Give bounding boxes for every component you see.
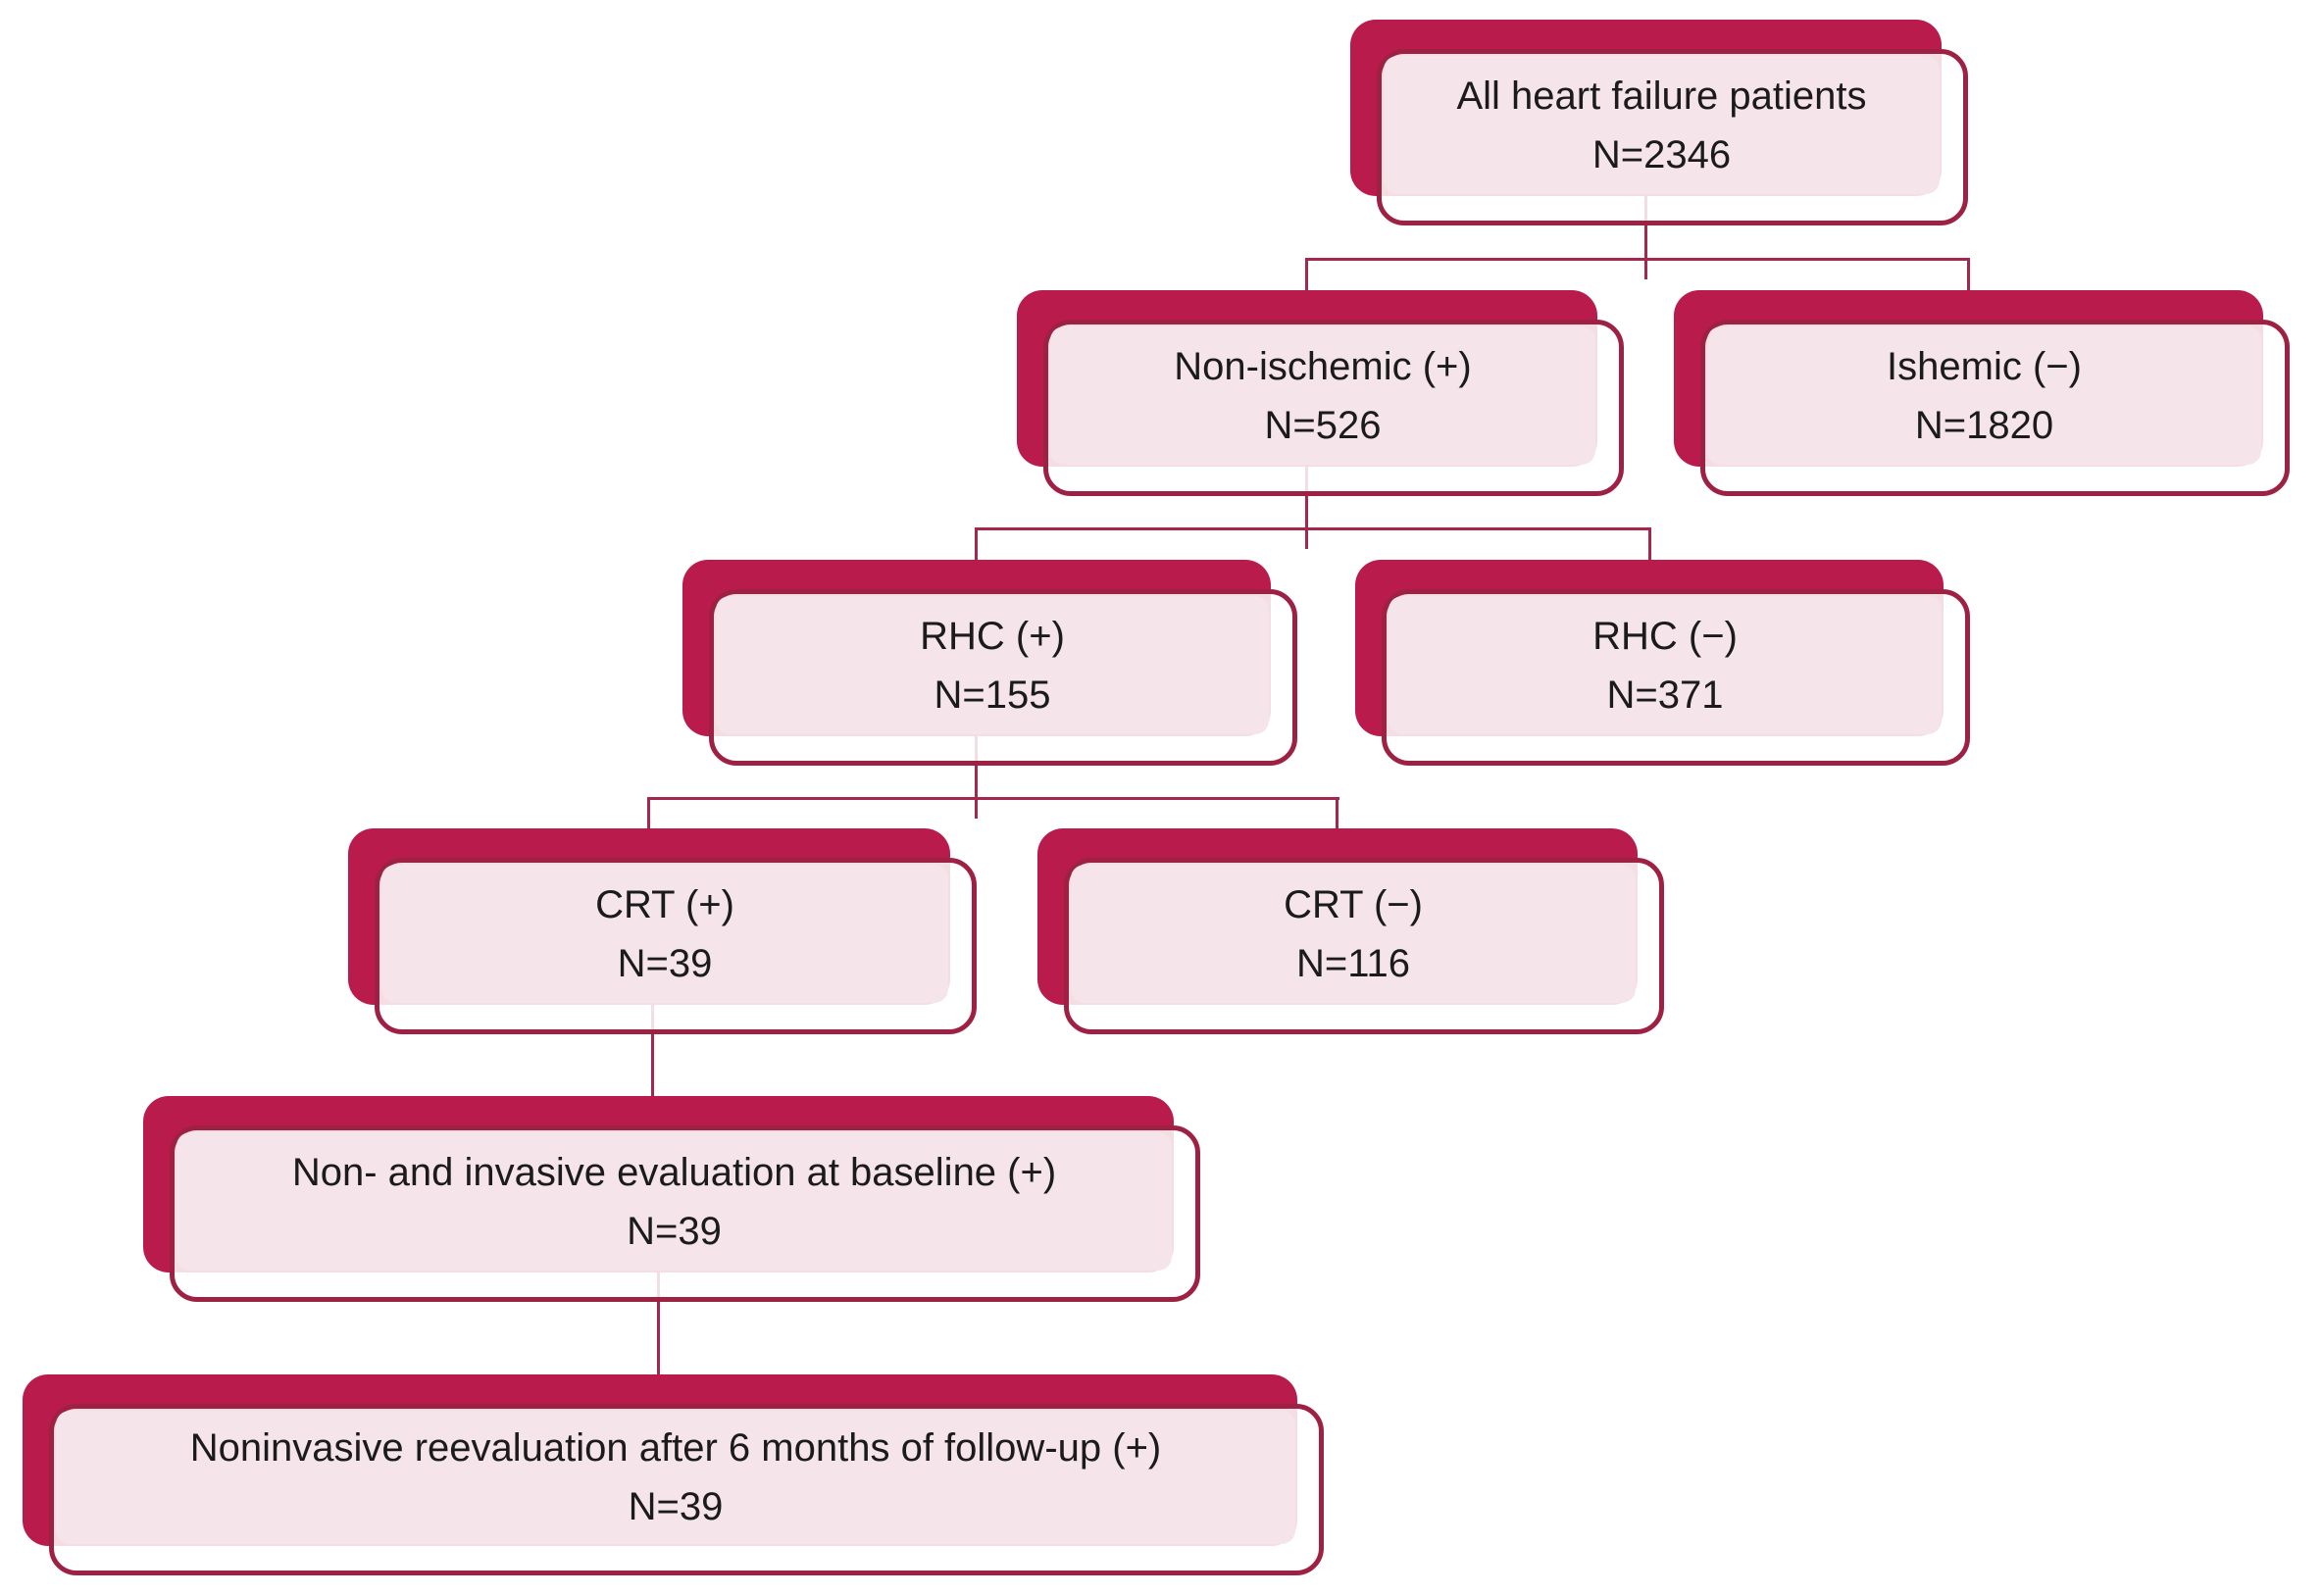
node-count: N=39 — [627, 1209, 722, 1253]
node-body: CRT (+) N=39 — [381, 865, 948, 1003]
node-reevaluation-6-months: Noninvasive reevaluation after 6 months … — [23, 1374, 1324, 1575]
node-rhc-negative: RHC (−) N=371 — [1355, 560, 1970, 766]
connector-crt-positive-to-baseline — [651, 1003, 654, 1098]
node-body: CRT (−) N=116 — [1071, 865, 1636, 1003]
node-count: N=1820 — [1914, 403, 2054, 447]
node-label: CRT (−) — [1284, 882, 1423, 926]
connector-stub-crt-negative — [1336, 797, 1338, 830]
node-body: Non- and invasive evaluation at baseline… — [177, 1132, 1172, 1271]
connector-stub-rhc-positive — [975, 527, 978, 562]
node-body: All heart failure patients N=2346 — [1384, 56, 1940, 194]
node-non-ischemic: Non-ischemic (+) N=526 — [1017, 290, 1624, 496]
connector-non-ischemic-stem — [1305, 465, 1308, 549]
connector-allhf-stem — [1644, 194, 1647, 279]
node-crt-negative: CRT (−) N=116 — [1037, 828, 1664, 1034]
connector-rail-row3 — [975, 527, 1651, 530]
connector-baseline-to-reevaluation — [657, 1271, 660, 1376]
connector-rail-row4 — [647, 797, 1339, 800]
connector-rail-row2 — [1305, 258, 1970, 261]
node-body: Ishemic (−) N=1820 — [1707, 326, 2261, 465]
connector-rhc-positive-stem — [975, 734, 978, 819]
node-count: N=155 — [934, 673, 1051, 717]
node-label: Non- and invasive evaluation at baseline… — [291, 1150, 1057, 1194]
node-label: Non-ischemic (+) — [1174, 344, 1472, 388]
node-body: RHC (+) N=155 — [716, 596, 1269, 734]
node-label: CRT (+) — [595, 882, 734, 926]
node-label: Noninvasive reevaluation after 6 months … — [189, 1426, 1162, 1470]
connector-stub-rhc-negative — [1648, 527, 1651, 562]
node-label: Ishemic (−) — [1887, 344, 2082, 388]
connector-stub-crt-positive — [647, 797, 650, 830]
node-label: RHC (+) — [920, 614, 1065, 658]
connector-stub-ishemic — [1967, 258, 1970, 292]
node-count: N=371 — [1606, 673, 1724, 717]
node-label: RHC (−) — [1592, 614, 1738, 658]
node-all-heart-failure: All heart failure patients N=2346 — [1350, 20, 1968, 225]
node-label: All heart failure patients — [1456, 74, 1867, 118]
node-count: N=39 — [617, 941, 713, 985]
node-rhc-positive: RHC (+) N=155 — [682, 560, 1297, 766]
connector-stub-non-ischemic — [1305, 258, 1308, 292]
node-count: N=2346 — [1591, 132, 1732, 176]
node-count: N=39 — [628, 1485, 724, 1528]
node-body: Non-ischemic (+) N=526 — [1050, 326, 1595, 465]
node-count: N=526 — [1264, 403, 1382, 447]
node-ishemic: Ishemic (−) N=1820 — [1674, 290, 2290, 496]
node-body: RHC (−) N=371 — [1389, 596, 1942, 734]
node-crt-positive: CRT (+) N=39 — [348, 828, 977, 1034]
node-body: Noninvasive reevaluation after 6 months … — [56, 1411, 1295, 1544]
node-count: N=116 — [1295, 941, 1410, 985]
node-baseline-evaluation: Non- and invasive evaluation at baseline… — [143, 1096, 1200, 1302]
